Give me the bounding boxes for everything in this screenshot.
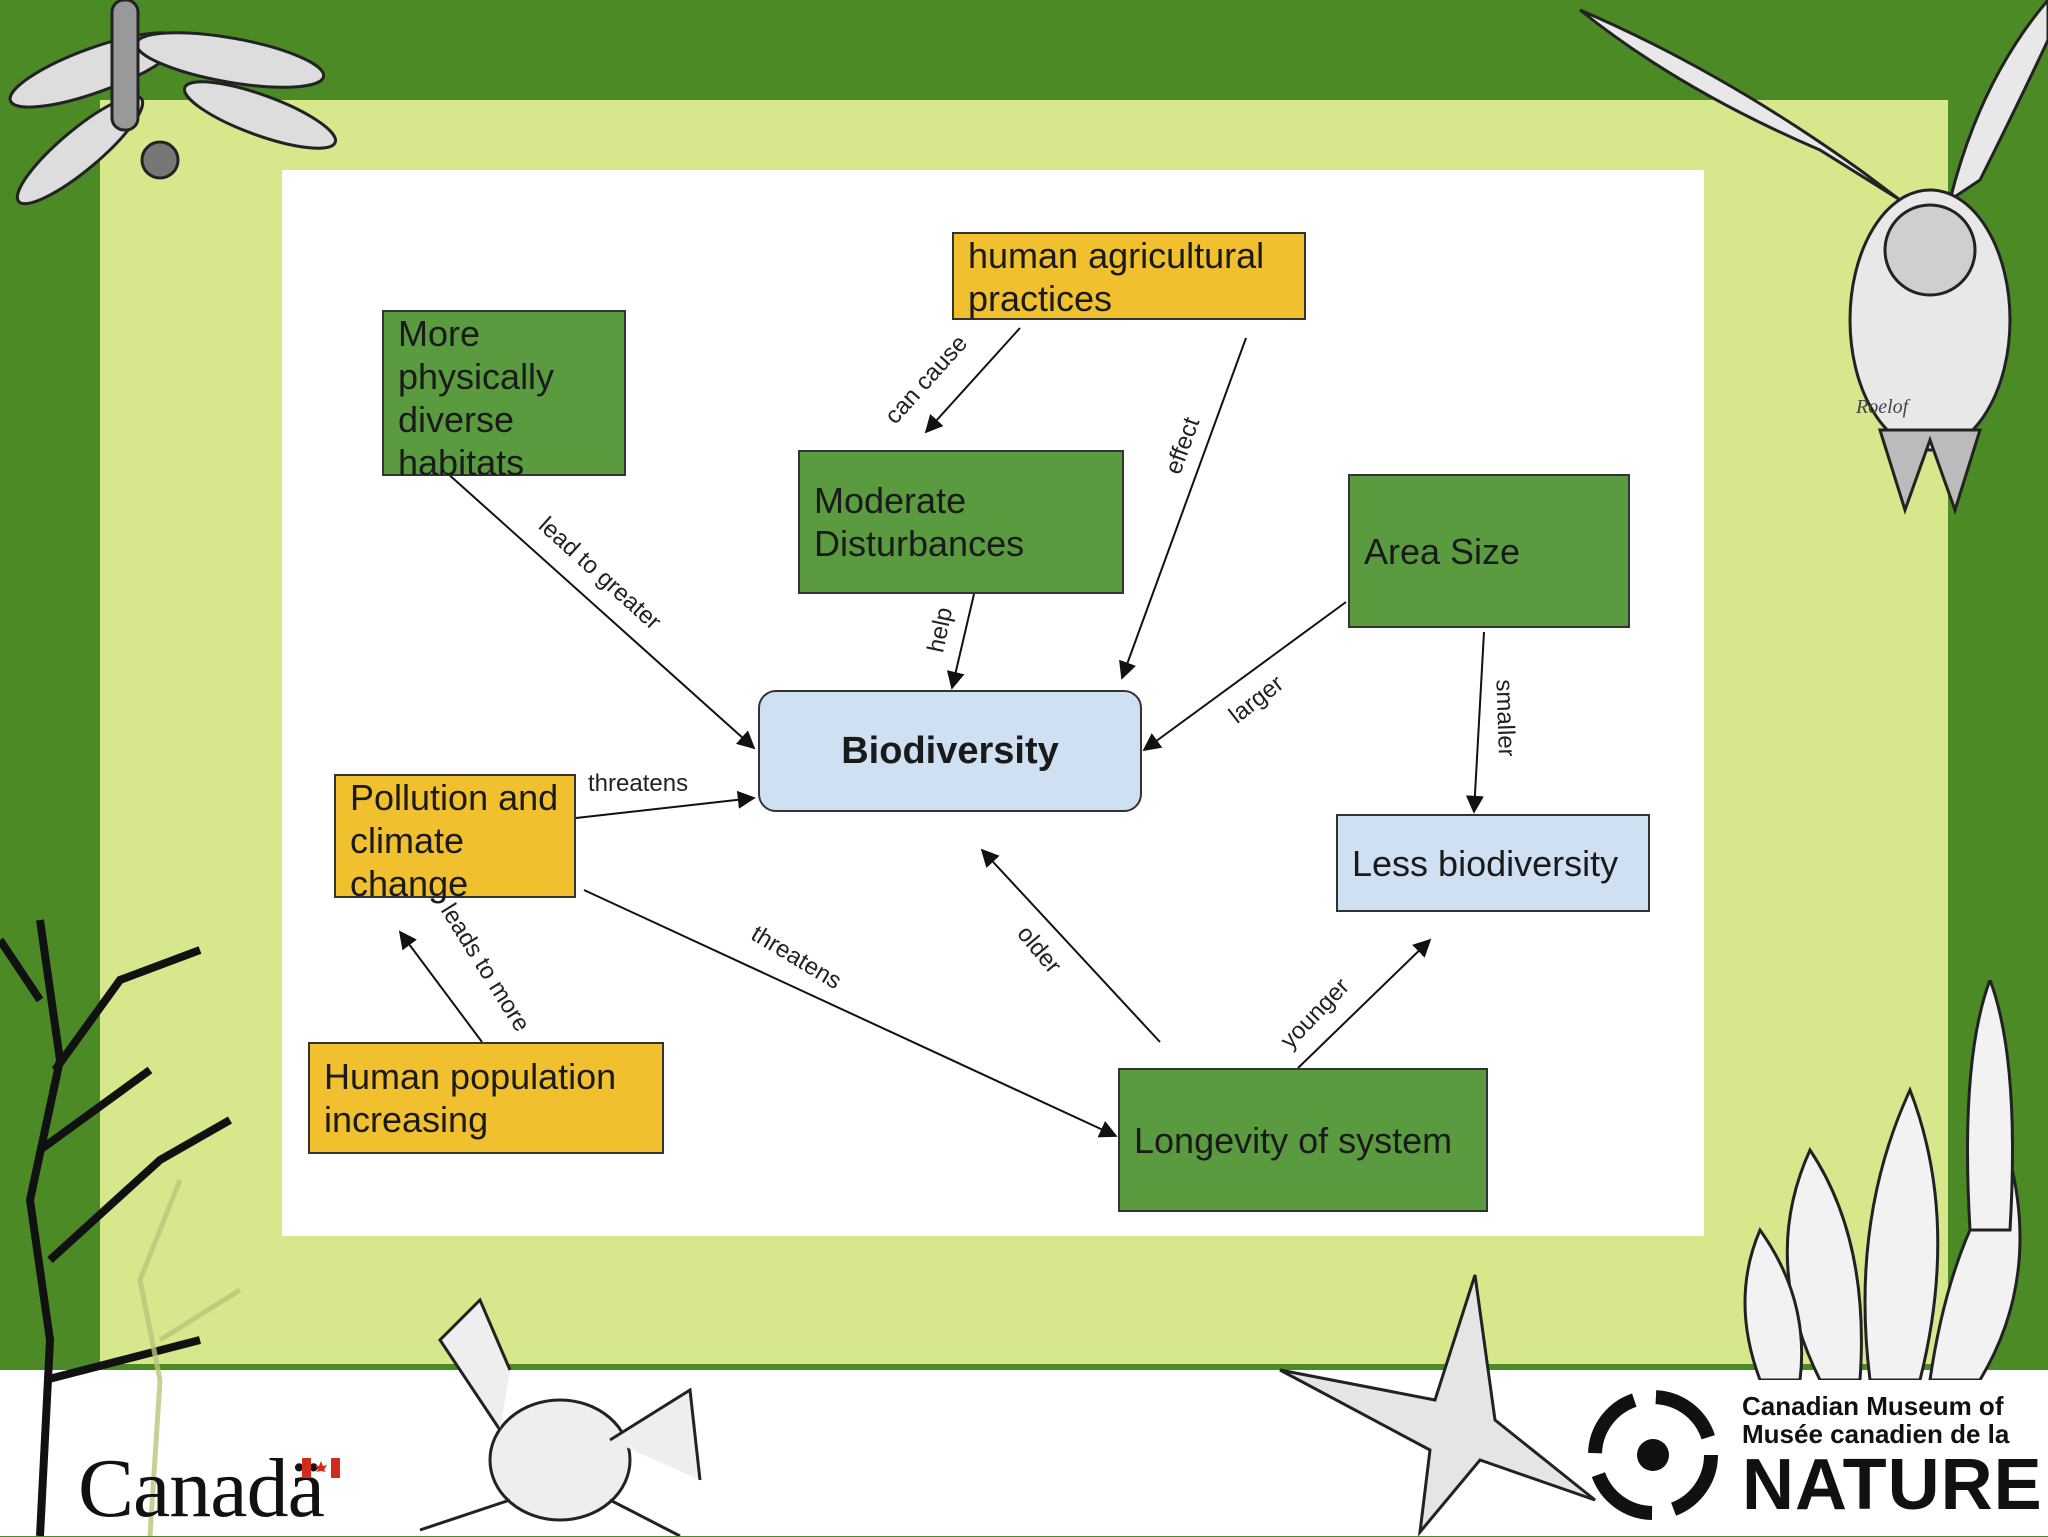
flower-illustration <box>1743 980 2022 1380</box>
node-label: Human population increasing <box>324 1056 617 1140</box>
concept-map-panel: human agricultural practices More physic… <box>282 170 1704 1236</box>
node-label: Biodiversity <box>841 729 1059 772</box>
signature-text: Roelof <box>1856 396 1909 418</box>
museum-logo-icon <box>1588 1390 1718 1520</box>
node-label: More physically diverse habitats <box>398 313 555 483</box>
node-label: Pollution and climate change <box>350 777 559 904</box>
node-label: Area Size <box>1364 530 1521 572</box>
crab-illustration <box>419 1297 702 1536</box>
footer-divider <box>0 1364 2048 1370</box>
node-label: Moderate Disturbances <box>814 480 1025 564</box>
owl-illustration <box>1579 0 2048 515</box>
node-human-agricultural-practices: human agricultural practices <box>952 232 1306 320</box>
edge-threatens-1 <box>575 790 756 819</box>
edge-larger <box>1142 601 1347 752</box>
edge-smaller <box>1465 631 1485 814</box>
edge-younger <box>1297 938 1432 1069</box>
node-label: human agricultural practices <box>968 235 1265 319</box>
edge-threatens-2 <box>583 889 1118 1138</box>
museum-wordmark: Canadian Museum of Musée canadien de la … <box>1742 1392 2043 1522</box>
museum-line2: Musée canadien de la <box>1742 1419 2010 1449</box>
museum-line3: NATURE <box>1742 1445 2043 1525</box>
edge-can-cause <box>924 327 1021 434</box>
node-biodiversity: Biodiversity <box>758 690 1142 812</box>
node-diverse-habitats: More physically diverse habitats <box>382 310 626 483</box>
edge-label-smaller: smaller <box>1490 678 1521 758</box>
museum-line1: Canadian Museum of <box>1742 1391 2004 1421</box>
edge-label-threatens-1: threatens <box>588 770 689 797</box>
edge-effect <box>1119 337 1247 680</box>
starfish-illustration <box>1279 1274 1596 1536</box>
dragonfly-illustration <box>8 0 337 206</box>
footer <box>0 1370 2048 1536</box>
node-moderate-disturbances: Moderate Disturbances <box>798 450 1124 594</box>
edge-help <box>946 593 975 690</box>
canada-wordmark: Canadä <box>78 1442 325 1535</box>
edge-lead-to-greater <box>445 471 756 750</box>
edge-older <box>980 848 1161 1043</box>
node-label: Longevity of system <box>1134 1119 1453 1161</box>
edge-layer <box>398 327 1485 1138</box>
tree-illustration <box>0 919 242 1536</box>
node-label: Less biodiversity <box>1352 842 1619 884</box>
node-area-size: Area Size <box>1348 474 1630 628</box>
node-human-population-increasing: Human population increasing <box>308 1042 664 1154</box>
node-longevity-of-system: Longevity of system <box>1118 1068 1488 1212</box>
edge-leads-to-more <box>398 930 483 1043</box>
node-pollution-climate-change: Pollution and climate change <box>334 774 576 904</box>
canada-flag-icon <box>302 1458 340 1478</box>
node-less-biodiversity: Less biodiversity <box>1336 814 1650 912</box>
